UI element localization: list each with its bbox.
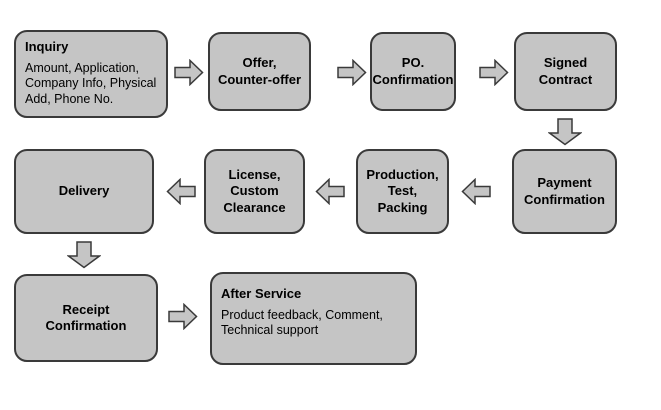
- arrow-right-icon: [174, 59, 204, 86]
- arrow-left-icon: [315, 178, 345, 205]
- node-inquiry-title: Inquiry: [25, 39, 69, 54]
- arrow-right-icon: [168, 303, 198, 330]
- node-po-confirmation-label: PO. Confirmation: [372, 55, 454, 87]
- arrow-left-icon: [166, 178, 196, 205]
- node-license-custom-clearance: License, Custom Clearance: [204, 149, 305, 234]
- node-receipt-confirmation-label: Receipt Confirmation: [45, 301, 127, 333]
- node-license-custom-clearance-label: License, Custom Clearance: [223, 167, 286, 215]
- node-inquiry-body: Amount, Application, Company Info, Physi…: [25, 61, 157, 106]
- arrow-down-icon: [67, 241, 101, 269]
- node-after-service-body: Product feedback, Comment, Technical sup…: [221, 308, 383, 338]
- node-after-service-title: After Service: [221, 286, 302, 301]
- node-receipt-confirmation: Receipt Confirmation: [14, 274, 158, 362]
- node-signed-contract-label: Signed Contract: [538, 55, 593, 87]
- node-after-service: After Service Product feedback, Comment,…: [210, 272, 417, 365]
- node-po-confirmation: PO. Confirmation: [370, 32, 456, 111]
- arrow-down-icon: [548, 118, 582, 146]
- node-inquiry: Inquiry Amount, Application, Company Inf…: [14, 30, 168, 118]
- node-delivery: Delivery: [14, 149, 154, 234]
- node-signed-contract: Signed Contract: [514, 32, 617, 111]
- node-offer-label: Offer, Counter-offer: [217, 55, 302, 87]
- arrow-right-icon: [479, 59, 509, 86]
- node-production-test-packing-label: Production, Test, Packing: [366, 167, 439, 215]
- node-offer: Offer, Counter-offer: [208, 32, 311, 111]
- node-payment-confirmation-label: Payment Confirmation: [524, 175, 605, 207]
- node-delivery-label: Delivery: [58, 183, 110, 199]
- node-payment-confirmation: Payment Confirmation: [512, 149, 617, 234]
- arrow-right-icon: [337, 59, 367, 86]
- arrow-left-icon: [461, 178, 491, 205]
- node-production-test-packing: Production, Test, Packing: [356, 149, 449, 234]
